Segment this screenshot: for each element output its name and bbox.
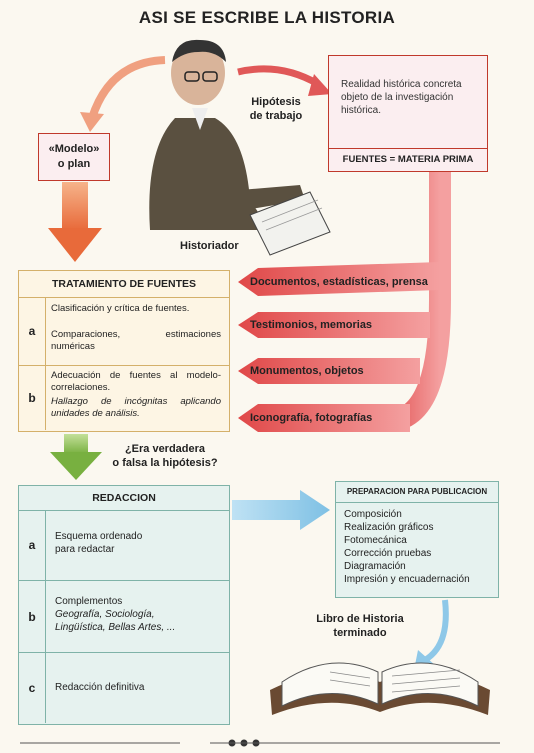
source-label-4: Iconografía, fotografías xyxy=(250,412,373,424)
row-text-2: Comparaciones, estimaciones numéricas xyxy=(51,329,221,352)
arrow-head-realidad xyxy=(308,74,332,96)
row-text-1: Complementos xyxy=(55,596,123,607)
redaccion-row-a: a Esquema ordenado para redactar xyxy=(19,510,229,580)
source-label-1: Documentos, estadísticas, prensa xyxy=(250,276,428,288)
row-letter: a xyxy=(19,510,46,580)
arrow-green-shaft xyxy=(64,434,88,454)
row-text-1: Adecuación de fuentes al modelo-correlac… xyxy=(51,370,221,393)
row-text-1: Redacción definitiva xyxy=(55,682,145,693)
hipotesis-label: Hipótesis de trabajo xyxy=(236,95,316,123)
row-text-2: Hallazgo de incógnitas aplicando unidade… xyxy=(51,396,221,419)
row-text-1: Clasificación y crítica de fuentes. xyxy=(51,303,190,314)
source-label-2: Testimonios, memorias xyxy=(250,319,373,331)
tratamiento-header: TRATAMIENTO DE FUENTES xyxy=(19,271,229,298)
tratamiento-row-b: b Adecuación de fuentes al modelo-correl… xyxy=(19,365,229,430)
list-item: Impresión y encuadernación xyxy=(344,574,470,585)
redaccion-row-c: c Redacción definitiva xyxy=(19,652,229,723)
arrow-modelo-head xyxy=(48,228,102,262)
source-arrows xyxy=(238,262,440,432)
row-text-3: Lingüística, Bellas Artes, ... xyxy=(55,622,176,633)
book-illustration xyxy=(270,662,490,715)
arrow-to-realidad xyxy=(237,65,320,88)
realidad-box: Realidad histórica concreta objeto de la… xyxy=(328,55,488,172)
preparacion-box: PREPARACION PARA PUBLICACION Composición… xyxy=(335,481,499,598)
page-title: ASI SE ESCRIBE LA HISTORIA xyxy=(138,8,396,27)
row-text-1: Esquema ordenado xyxy=(55,531,143,542)
arrow-to-libro xyxy=(423,599,449,663)
libro-line-2: terminado xyxy=(333,627,387,639)
arrow-modelo-shaft xyxy=(62,182,88,230)
preparacion-list: Composición Realización gráficos Fotomec… xyxy=(336,503,498,586)
redaccion-box: REDACCION a Esquema ordenado para redact… xyxy=(18,485,230,725)
redaccion-row-b: b Complementos Geografía, Sociología, Li… xyxy=(19,580,229,653)
historiador-label: Historiador xyxy=(180,240,239,252)
pregunta-line-1: ¿Era verdadera xyxy=(124,443,206,455)
tratamiento-row-a: a Clasificación y crítica de fuentes. Co… xyxy=(19,297,229,365)
hipotesis-line-1: Hipótesis xyxy=(251,96,301,108)
list-item: Composición xyxy=(344,509,402,520)
list-item: Fotomecánica xyxy=(344,535,407,546)
libro-label: Libro de Historia terminado xyxy=(300,612,420,640)
historian-illustration xyxy=(149,39,331,256)
arrow-head-modelo xyxy=(80,112,104,132)
row-letter: c xyxy=(19,653,46,723)
preparacion-header: PREPARACION PARA PUBLICACION xyxy=(336,482,498,503)
arrow-green-head xyxy=(50,452,102,480)
source-label-3: Monumentos, objetos xyxy=(250,365,364,377)
realidad-footer: FUENTES = MATERIA PRIMA xyxy=(329,148,487,171)
pregunta-line-2: o falsa la hipótesis? xyxy=(112,457,218,469)
hipotesis-line-2: de trabajo xyxy=(249,110,303,122)
tratamiento-box: TRATAMIENTO DE FUENTES a Clasificación y… xyxy=(18,270,230,432)
modelo-line-2: o plan xyxy=(57,158,91,170)
libro-line-1: Libro de Historia xyxy=(316,613,404,625)
list-item: Corrección pruebas xyxy=(344,548,432,559)
list-item: Diagramación xyxy=(344,561,406,572)
row-letter: a xyxy=(19,297,46,365)
row-letter: b xyxy=(19,581,46,653)
modelo-box: «Modelo» o plan xyxy=(38,133,110,181)
realidad-text: Realidad histórica concreta objeto de la… xyxy=(341,79,462,116)
arrow-blue xyxy=(232,490,330,530)
pregunta-label: ¿Era verdadera o falsa la hipótesis? xyxy=(100,442,230,470)
row-text-2: Geografía, Sociología, xyxy=(55,609,155,620)
row-text-2: para redactar xyxy=(55,544,115,555)
arrow-to-modelo xyxy=(88,56,166,120)
list-item: Realización gráficos xyxy=(344,522,434,533)
row-letter: b xyxy=(19,366,46,430)
redaccion-header: REDACCION xyxy=(19,486,229,511)
modelo-line-1: «Modelo» xyxy=(48,143,100,155)
